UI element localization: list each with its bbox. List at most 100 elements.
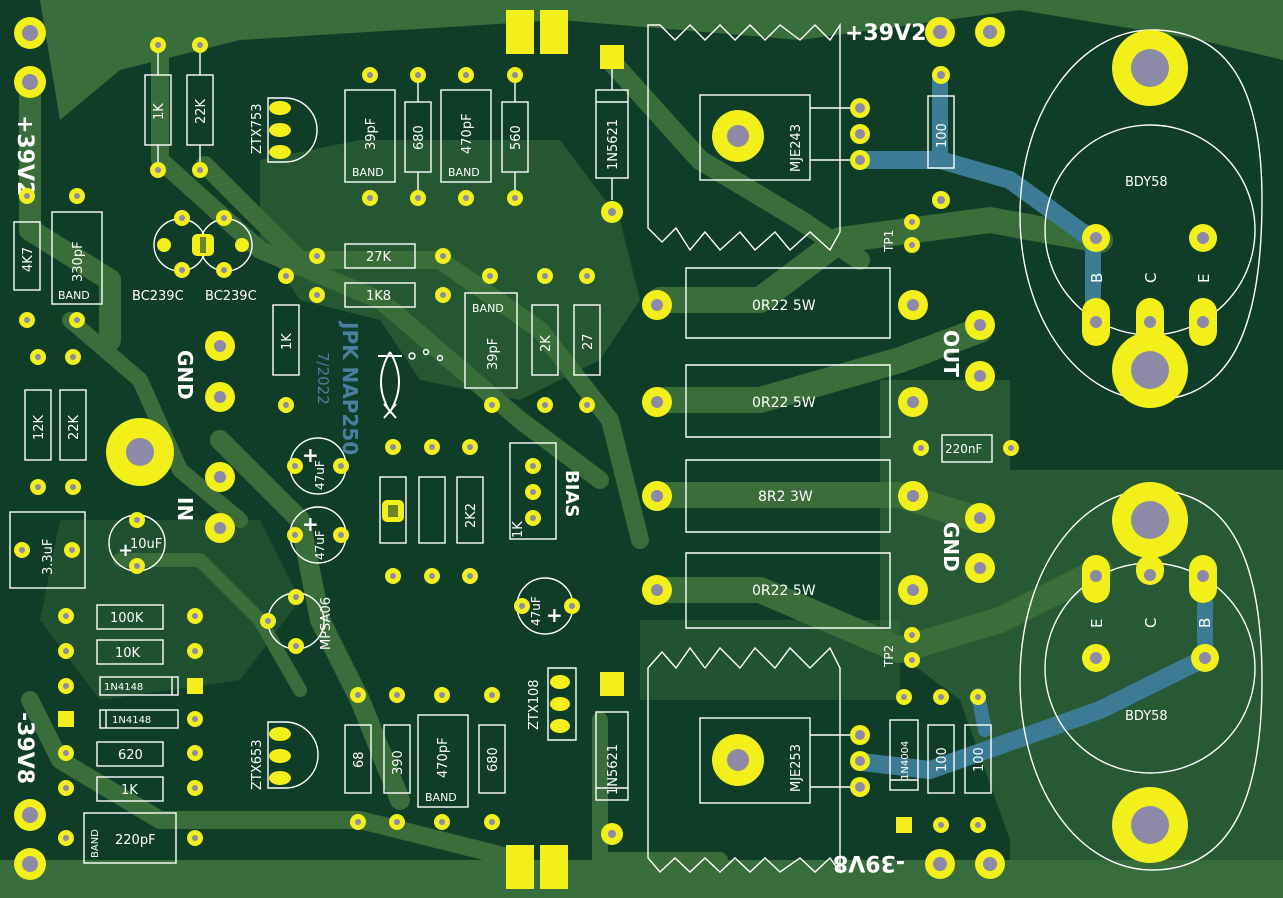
led-bias <box>379 439 407 584</box>
gnd-in-label: GND <box>173 350 197 400</box>
gnd-out-label: GND <box>939 522 963 572</box>
capacitor-39pf-b-label: 39pF <box>486 338 501 370</box>
capacitor-330pf: 330pF BAND <box>51 188 103 328</box>
diode-1n4148-a: 1N4148 <box>58 676 203 696</box>
tp1-label: TP1 <box>882 230 896 253</box>
resistor-680-a: 680 <box>404 67 432 206</box>
diode-1n4004-label: 1N4004 <box>900 741 911 780</box>
resistor-1k-c: 1K <box>58 776 203 802</box>
capacitor-220pf: BAND 220pF <box>58 812 203 864</box>
resistor-68-label: 68 <box>352 751 367 768</box>
diode-1n4148-b: 1N4148 <box>58 709 203 729</box>
tp2-label: TP2 <box>882 645 896 668</box>
capacitor-470pf-a-band: BAND <box>448 166 480 179</box>
board-date: 7/2022 <box>314 352 332 405</box>
resistor-4k7: 4K7 <box>13 188 41 328</box>
testpoint-tp1: TP1 <box>882 214 920 253</box>
resistor-680-b: 680 <box>478 687 506 830</box>
resistor-1k-c-label: 1K <box>121 783 138 798</box>
diode-1n5621-a: 1N5621 <box>595 45 629 223</box>
capacitor-330pf-band: BAND <box>58 289 90 302</box>
resistor-560: 560 <box>501 67 529 206</box>
capacitor-47uf-b: + 47uF <box>287 506 349 564</box>
resistor-2k: 2K <box>531 268 559 413</box>
transistor-bc239c-pair: BC239C BC239C <box>132 210 257 304</box>
capacitor-470pf-b-label: 470pF <box>436 737 451 778</box>
r-0r22-c-label: 0R22 5W <box>752 583 816 599</box>
transistor-ztx653: ZTX653 <box>250 721 319 790</box>
capacitor-10uf-plus: + <box>118 540 133 561</box>
diode-1n4148-a-label: 1N4148 <box>104 682 143 693</box>
testpoint-tp2: TP2 <box>882 627 920 668</box>
transistor-ztx108: ZTX108 <box>527 667 577 741</box>
capacitor-47uf-c-label: 47uF <box>529 596 543 626</box>
capacitor-220pf-label: 220pF <box>115 833 156 848</box>
connector-in: IN <box>173 462 235 543</box>
resistor-1k8-label: 1K8 <box>366 289 391 304</box>
resistor-100-b-label: 100 <box>935 747 950 772</box>
bdy58-a-c-label: C <box>1142 273 1160 283</box>
mje243-label: MJE243 <box>789 124 804 172</box>
mje253-label: MJE253 <box>789 744 804 792</box>
diode-1n4004: 1N4004 <box>889 689 919 833</box>
capacitor-47uf-c: + 47uF <box>514 577 580 635</box>
capacitor-47uf-b-label: 47uF <box>313 530 327 560</box>
diode-1n5621-b-label: 1N5621 <box>606 744 621 795</box>
trimmer-1k-bias: 1K BIAS <box>509 442 582 540</box>
resistor-27-label: 27 <box>581 333 596 350</box>
trimmer-1k-label: 1K <box>511 521 526 538</box>
board-title: JPK NAP250 7/2022 <box>314 320 444 455</box>
resistor-22k-a-label: 22K <box>194 98 209 124</box>
resistor-1k-b: 1K <box>272 268 300 413</box>
resistor-27k-label: 27K <box>366 250 392 265</box>
resistor-unlabeled-mid <box>418 439 446 584</box>
capacitor-39pf-a-label: 39pF <box>364 118 379 150</box>
resistor-22k-a: 22K <box>186 37 214 178</box>
capacitor-3u3-label: 3.3uF <box>41 539 56 575</box>
out-label: OUT <box>939 330 963 377</box>
resistor-100k: 100K <box>58 604 203 630</box>
ztx108-label: ZTX108 <box>527 679 542 730</box>
capacitor-39pf-a-band: BAND <box>352 166 384 179</box>
resistor-560-label: 560 <box>509 125 524 150</box>
transistor-mje253: MJE253 <box>647 646 870 875</box>
resistor-390: 390 <box>383 687 411 830</box>
mounting-hole-left <box>106 418 174 486</box>
r-0r22-a-label: 0R22 5W <box>752 298 816 314</box>
transistor-ztx753: ZTX753 <box>250 97 318 163</box>
resistor-100-a-label: 100 <box>935 123 950 148</box>
diode-1n5621-a-label: 1N5621 <box>606 119 621 170</box>
capacitor-47uf-a-label: 47uF <box>313 460 327 490</box>
resistor-680-b-label: 680 <box>486 747 501 772</box>
resistor-620-label: 620 <box>118 748 143 763</box>
power-resistor-0r22-c: 0R22 5W <box>642 552 928 629</box>
capacitor-470pf-a-label: 470pF <box>460 113 475 154</box>
resistor-2k2: 2K2 <box>456 439 484 584</box>
resistor-10k-label: 10K <box>115 646 141 661</box>
thermal-blocks <box>506 10 568 889</box>
transistor-bdy58-a: BDY58 B C E <box>1019 29 1263 408</box>
ztx653-label: ZTX653 <box>250 739 265 790</box>
transistor-bdy58-b: E C B BDY58 <box>1019 482 1263 871</box>
power-resistor-0r22-b: 0R22 5W <box>642 364 928 438</box>
resistor-27: 27 <box>573 268 601 413</box>
bdy58-b-label: BDY58 <box>1125 709 1168 724</box>
resistor-620: 620 <box>58 741 203 767</box>
capacitor-47uf-a-plus: + <box>302 443 319 467</box>
resistor-4k7-label: 4K7 <box>21 247 36 272</box>
r-0r22-b-label: 0R22 5W <box>752 395 816 411</box>
power-resistor-8r2: 8R2 3W <box>642 459 928 533</box>
r-8r2-label: 8R2 3W <box>758 489 813 505</box>
capacitor-10uf-label: 10uF <box>130 537 162 552</box>
capacitor-220nf: 220nF <box>913 434 1019 463</box>
bc239c-a-label: BC239C <box>132 289 184 304</box>
capacitor-39pf-a: 39pF BAND <box>344 67 396 206</box>
transistor-mpsa06: MPSA06 <box>260 589 334 654</box>
resistor-100-b: 100 <box>927 689 955 833</box>
resistor-100-c: 100 <box>964 689 992 833</box>
resistor-1k-a-label: 1K <box>152 103 167 120</box>
rail-neg-bottom: -39V8 <box>833 849 1005 879</box>
bdy58-b-e-label: E <box>1088 619 1106 628</box>
bdy58-a-e-label: E <box>1195 274 1213 283</box>
resistor-100-c-label: 100 <box>972 747 987 772</box>
